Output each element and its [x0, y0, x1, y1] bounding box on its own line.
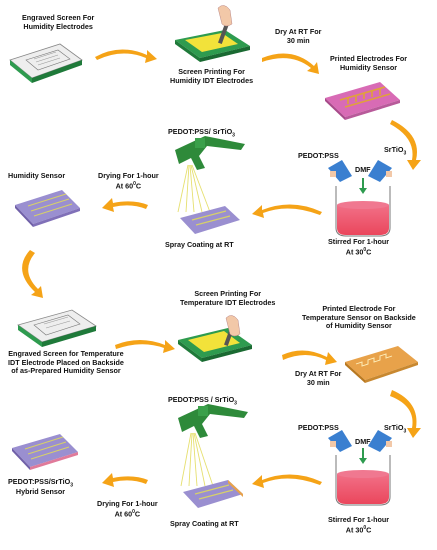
label-line: Dry At RT For [295, 369, 342, 378]
label-line: Engraved Screen for Temperature [8, 349, 124, 358]
label-line: IDT Electrode Placed on Backside [8, 357, 124, 367]
pedot-srtio3-1-label: PEDOT:PSS/ SrTiO3 [168, 127, 235, 139]
drying-2-label: Drying For 1-hour At 600C [97, 499, 158, 519]
pedot-1-label: PEDOT:PSS [298, 151, 339, 160]
stirred-1-label: Stirred For 1-hour At 300C [328, 237, 390, 257]
label-superscript: 0 [363, 246, 367, 253]
label-line: Screen Printing For [194, 289, 262, 298]
label-text: C [366, 525, 372, 535]
hybrid-sensor-label: PEDOT:PSS/SrTiO3 Hybrid Sensor [8, 477, 73, 497]
label-line: Printed Electrodes For [330, 54, 408, 63]
spray-gun-temperature-icon [178, 404, 248, 508]
pedot-srtio3-2-label: PEDOT:PSS / SrTiO3 [168, 395, 237, 407]
label-line: Engraved Screen For [22, 13, 95, 22]
label-line: Temperature IDT Electrodes [180, 297, 276, 307]
beaker-flask-humidity-icon [328, 160, 392, 237]
screen-printing-temperature-label: Screen Printing For Temperature IDT Elec… [180, 289, 276, 307]
label-line: of as-Prepared Humidity Sensor [11, 366, 121, 376]
hybrid-sensor-icon [12, 434, 78, 470]
printed-electrode-temperature-label: Printed Electrode For Temperature Sensor… [302, 304, 416, 331]
printed-electrodes-humidity-label: Printed Electrodes For Humidity Sensor [330, 54, 408, 72]
spray-gun-humidity-icon [175, 136, 245, 234]
label-line: Stirred For 1-hour [328, 515, 390, 524]
engraved-screen-humidity-icon [9, 43, 83, 83]
printed-electrode-temperature-icon [345, 346, 418, 383]
label-line: Humidity Electrodes [23, 21, 93, 31]
label-line: Temperature Sensor on Backside [302, 312, 416, 322]
label-line: Humidity Sensor [339, 62, 398, 72]
spray-2-label: Spray Coating at RT [170, 519, 239, 528]
label-subscript: 3 [403, 150, 407, 157]
label-line: 30 min [306, 377, 330, 387]
label-subscript: 3 [70, 482, 73, 489]
label-line: Dry At RT For [275, 27, 322, 36]
printed-electrodes-humidity-icon [325, 82, 400, 120]
label-subscript: 3 [403, 428, 407, 435]
humidity-sensor-label: Humidity Sensor [8, 171, 66, 180]
label-text: SrTiO [384, 423, 404, 432]
label-line: Humidity IDT Electrodes [170, 75, 254, 85]
label-line: Drying For 1-hour [97, 499, 158, 508]
stirred-2-label: Stirred For 1-hour At 300C [328, 515, 390, 535]
engraved-screen-humidity-label: Engraved Screen For Humidity Electrodes [22, 13, 95, 31]
label-line: Drying For 1-hour [98, 171, 159, 180]
beaker-flask-temperature-icon [328, 430, 392, 506]
label-text: C [134, 509, 141, 519]
label-text: PEDOT:PSS/ SrTiO [168, 127, 233, 136]
srtio3-1-label: SrTiO3 [384, 145, 407, 157]
label-text: At 30 [345, 525, 364, 535]
label-line: Hybrid Sensor [15, 487, 66, 497]
label-line: Printed Electrode For [322, 304, 396, 313]
dmf-1-label: DMF [355, 165, 371, 174]
label-text: SrTiO [384, 145, 404, 154]
label-text: PEDOT:PSS / SrTiO [168, 395, 235, 404]
screen-printing-humidity-label: Screen Printing For Humidity IDT Electro… [170, 67, 254, 85]
label-text: C [135, 181, 142, 191]
engraved-screen-temperature-icon [17, 309, 97, 347]
label-superscript: 0 [132, 508, 135, 515]
label-subscript: 3 [234, 400, 237, 407]
label-superscript: 0 [133, 180, 136, 187]
label-text: PEDOT:PSS/SrTiO [8, 477, 71, 486]
label-line: 30 min [286, 35, 310, 45]
dry-rt-1-label: Dry At RT For 30 min [275, 27, 322, 45]
spray-1-label: Spray Coating at RT [165, 240, 234, 249]
label-text: At 30 [345, 247, 364, 257]
label-line: Stirred For 1-hour [328, 237, 390, 246]
dry-rt-2-label: Dry At RT For 30 min [295, 369, 342, 387]
arrow-icon [115, 340, 421, 438]
label-subscript: 3 [232, 132, 235, 139]
dmf-2-label: DMF [355, 437, 371, 446]
arrow-icon [102, 473, 322, 488]
label-text: C [366, 247, 372, 257]
label-text: At 60 [114, 509, 133, 519]
engraved-screen-temperature-label: Engraved Screen for Temperature IDT Elec… [8, 349, 124, 376]
label-text: At 60 [115, 181, 134, 191]
pedot-2-label: PEDOT:PSS [298, 423, 339, 432]
srtio3-2-label: SrTiO3 [384, 423, 407, 435]
screen-printing-temperature-icon [178, 315, 252, 362]
arrow-icon [22, 198, 322, 298]
label-line: Screen Printing For [178, 67, 245, 76]
humidity-sensor-icon [15, 190, 80, 227]
screen-printing-humidity-icon [175, 5, 250, 62]
drying-1-label: Drying For 1-hour At 600C [98, 171, 159, 191]
label-superscript: 0 [363, 524, 367, 531]
arrow-icon [95, 49, 421, 170]
label-line: of Humidity Sensor [325, 321, 392, 331]
